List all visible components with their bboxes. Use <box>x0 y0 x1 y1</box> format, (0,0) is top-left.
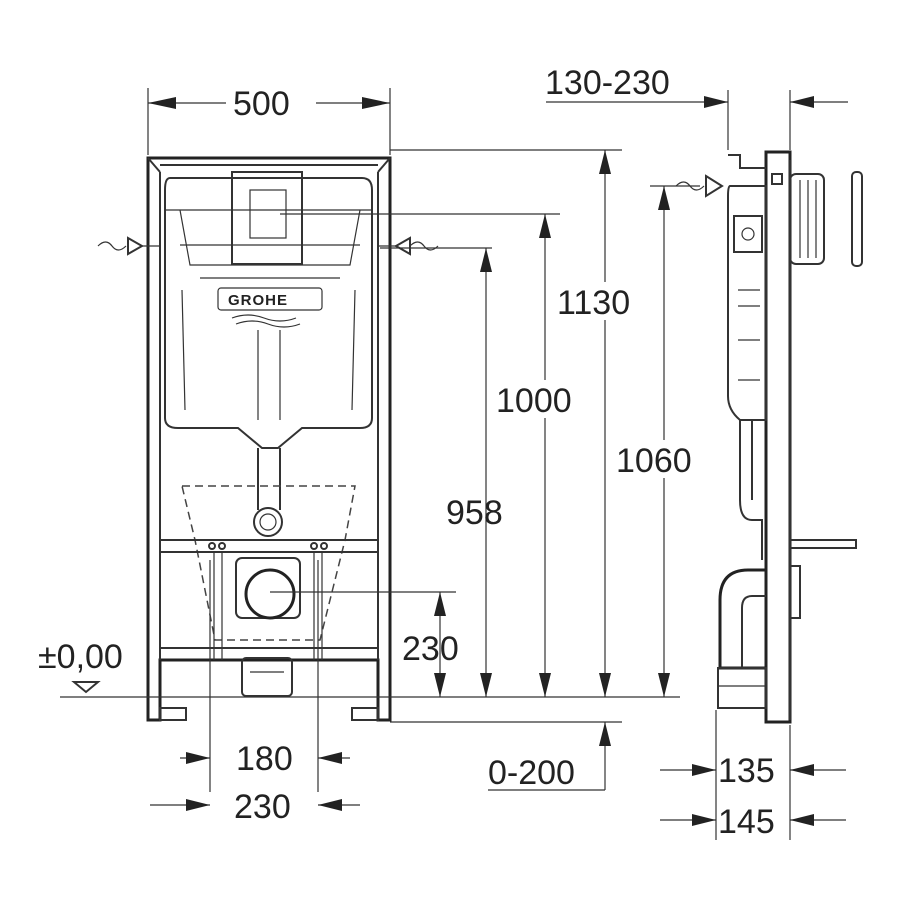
supply-arrow-left <box>127 236 145 256</box>
side-cistern <box>727 185 767 421</box>
label-bg <box>614 440 710 478</box>
foot-left <box>159 707 187 721</box>
arrow-head <box>318 752 342 764</box>
arrow-head <box>692 814 716 826</box>
dim-135: 135 <box>718 752 775 790</box>
floor-level-icon <box>71 681 101 694</box>
grohe-logo: GROHE <box>228 292 288 309</box>
water-supply-left-icon <box>97 241 127 251</box>
arrow-head <box>434 673 446 697</box>
arrow-head <box>790 96 814 108</box>
side-support-rod <box>789 539 857 549</box>
arrow-head <box>539 214 551 238</box>
arrow-head <box>480 673 492 697</box>
label-bg <box>494 380 590 418</box>
waste-outlet <box>244 568 296 620</box>
side-outlet-clip <box>789 565 801 619</box>
side-outlet-inner <box>741 595 766 668</box>
flush-connector <box>253 507 283 537</box>
arrow-head <box>148 97 176 109</box>
front-view: GROHE <box>97 156 439 722</box>
dim-0-200: 0-200 <box>488 754 575 792</box>
arrow-head <box>539 673 551 697</box>
dim-230-outlet: 230 <box>402 630 459 668</box>
arrow-head <box>434 592 446 616</box>
flush-connector-inner <box>259 513 277 531</box>
dim-1000: 1000 <box>496 382 572 420</box>
grohe-logo-box <box>217 287 323 311</box>
side-valve-knob <box>741 227 755 241</box>
arrow-head <box>790 764 814 776</box>
arrow-head <box>599 722 611 746</box>
arrow-head <box>480 248 492 272</box>
cistern-ribs <box>181 289 356 420</box>
arrow-head <box>658 673 670 697</box>
bolt-hole <box>320 542 328 550</box>
dim-180: 180 <box>236 740 293 778</box>
side-outlet-bend <box>718 568 766 670</box>
frame-corner-right <box>377 157 391 173</box>
supply-arrow-right <box>393 236 411 256</box>
side-cistern-ribs <box>738 289 760 381</box>
foot-right <box>351 707 379 721</box>
arrow-head <box>362 97 390 109</box>
dim-1060: 1060 <box>616 442 692 480</box>
dim-145: 145 <box>718 803 775 841</box>
side-flush-plate <box>789 173 825 265</box>
flush-plate-opening <box>231 171 303 265</box>
grohe-waves <box>231 314 301 328</box>
arrow-head <box>658 186 670 210</box>
dim-958: 958 <box>446 494 503 532</box>
drain-connector <box>241 657 293 697</box>
side-top-bracket <box>728 154 766 169</box>
side-drain <box>717 667 767 709</box>
side-flush-plate-lines <box>799 180 817 258</box>
bolt-hole <box>310 542 318 550</box>
side-frame <box>764 150 792 724</box>
label-bg <box>556 282 652 320</box>
floor-level-label: ±0,00 <box>38 638 123 676</box>
dim-500: 500 <box>233 85 290 123</box>
cistern-body <box>164 177 373 449</box>
arrow-head <box>692 764 716 776</box>
side-valve <box>733 215 763 253</box>
bolt-hole <box>218 542 226 550</box>
side-bracket-slot <box>771 173 783 185</box>
arrow-head <box>599 150 611 174</box>
arrow-head <box>186 799 210 811</box>
side-flush-pipe <box>739 420 763 560</box>
dim-1130: 1130 <box>557 284 630 322</box>
arrow-head <box>186 752 210 764</box>
supply-arrow-side <box>705 174 724 198</box>
arrow-head <box>704 96 728 108</box>
side-cover-plate <box>851 171 863 267</box>
side-view: 130-230 135 145 <box>545 64 863 841</box>
frame-corner-left <box>147 157 161 173</box>
water-supply-right-icon <box>409 241 439 251</box>
dim-130-230: 130-230 <box>545 64 670 102</box>
front-dimensions: 500 ±0,00 180 230 230 95 <box>38 78 710 826</box>
bolt-hole <box>208 542 216 550</box>
arrow-head <box>318 799 342 811</box>
arrow-head <box>599 673 611 697</box>
dim-230-bottom: 230 <box>234 788 291 826</box>
water-supply-side-icon <box>675 181 705 191</box>
arrow-head <box>790 814 814 826</box>
label-bg <box>226 78 316 118</box>
